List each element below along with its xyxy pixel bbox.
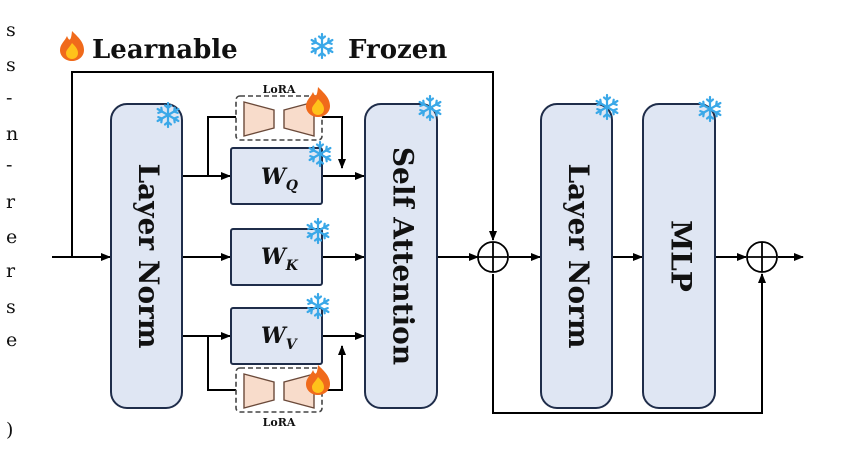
lora-bottom-out [322,345,346,391]
lora-top-out [322,116,346,169]
lora-bottom-block: LoRA [235,365,330,429]
legend-frozen-label: Frozen [348,35,447,65]
layer-norm-block-2: Layer Norm [540,93,619,409]
legend: Learnable Frozen [60,31,447,65]
margin-char: s [6,54,16,76]
residual-skip-top [71,71,497,257]
residual-skip-bottom [492,273,766,414]
margin-char: r [6,191,16,213]
margin-char: r [6,260,16,282]
self-attention-label: Self Attention [387,147,420,365]
margin-char: s [6,19,16,41]
connectors [52,71,804,414]
add-nodes [477,241,778,273]
residual-add-2 [746,241,778,273]
lora-top-label: LoRA [263,83,296,96]
margin-char: e [6,329,17,351]
legend-learnable-label: Learnable [92,35,238,65]
lora-bottom-in [207,336,236,391]
layer-norm-2-label: Layer Norm [562,163,595,348]
lora-top-block: LoRA [235,83,330,141]
margin-char: - [6,87,12,109]
mlp-label: MLP [665,220,698,292]
wk-block: WK [230,217,330,286]
wq-label: WQ [261,164,298,194]
flame-icon [306,87,330,117]
flame-icon [60,31,84,61]
lora-down-projection [243,373,275,409]
margin-char: s [6,296,16,318]
wv-block: WV [230,292,330,365]
wk-label: WK [261,244,299,274]
wv-label: WV [261,323,299,353]
margin-char: e [6,226,17,248]
margin-char: ) [6,419,13,441]
layer-norm-block-1: Layer Norm [110,101,183,409]
lora-top-in [207,116,236,176]
mlp-block: MLP [642,95,722,409]
snowflake-icon [310,32,334,60]
lora-bottom-label: LoRA [263,416,296,429]
margin-char: n [6,123,18,145]
margin-char: - [6,154,12,176]
wq-block: WQ [230,140,332,205]
residual-add-1 [477,241,509,273]
layer-norm-1-label: Layer Norm [132,163,165,348]
self-attention-block: Self Attention [364,94,442,409]
lora-down-projection [243,101,275,137]
left-margin-text: s s - n - r e r s e ) [6,19,18,441]
lora-up-projection [283,101,315,137]
